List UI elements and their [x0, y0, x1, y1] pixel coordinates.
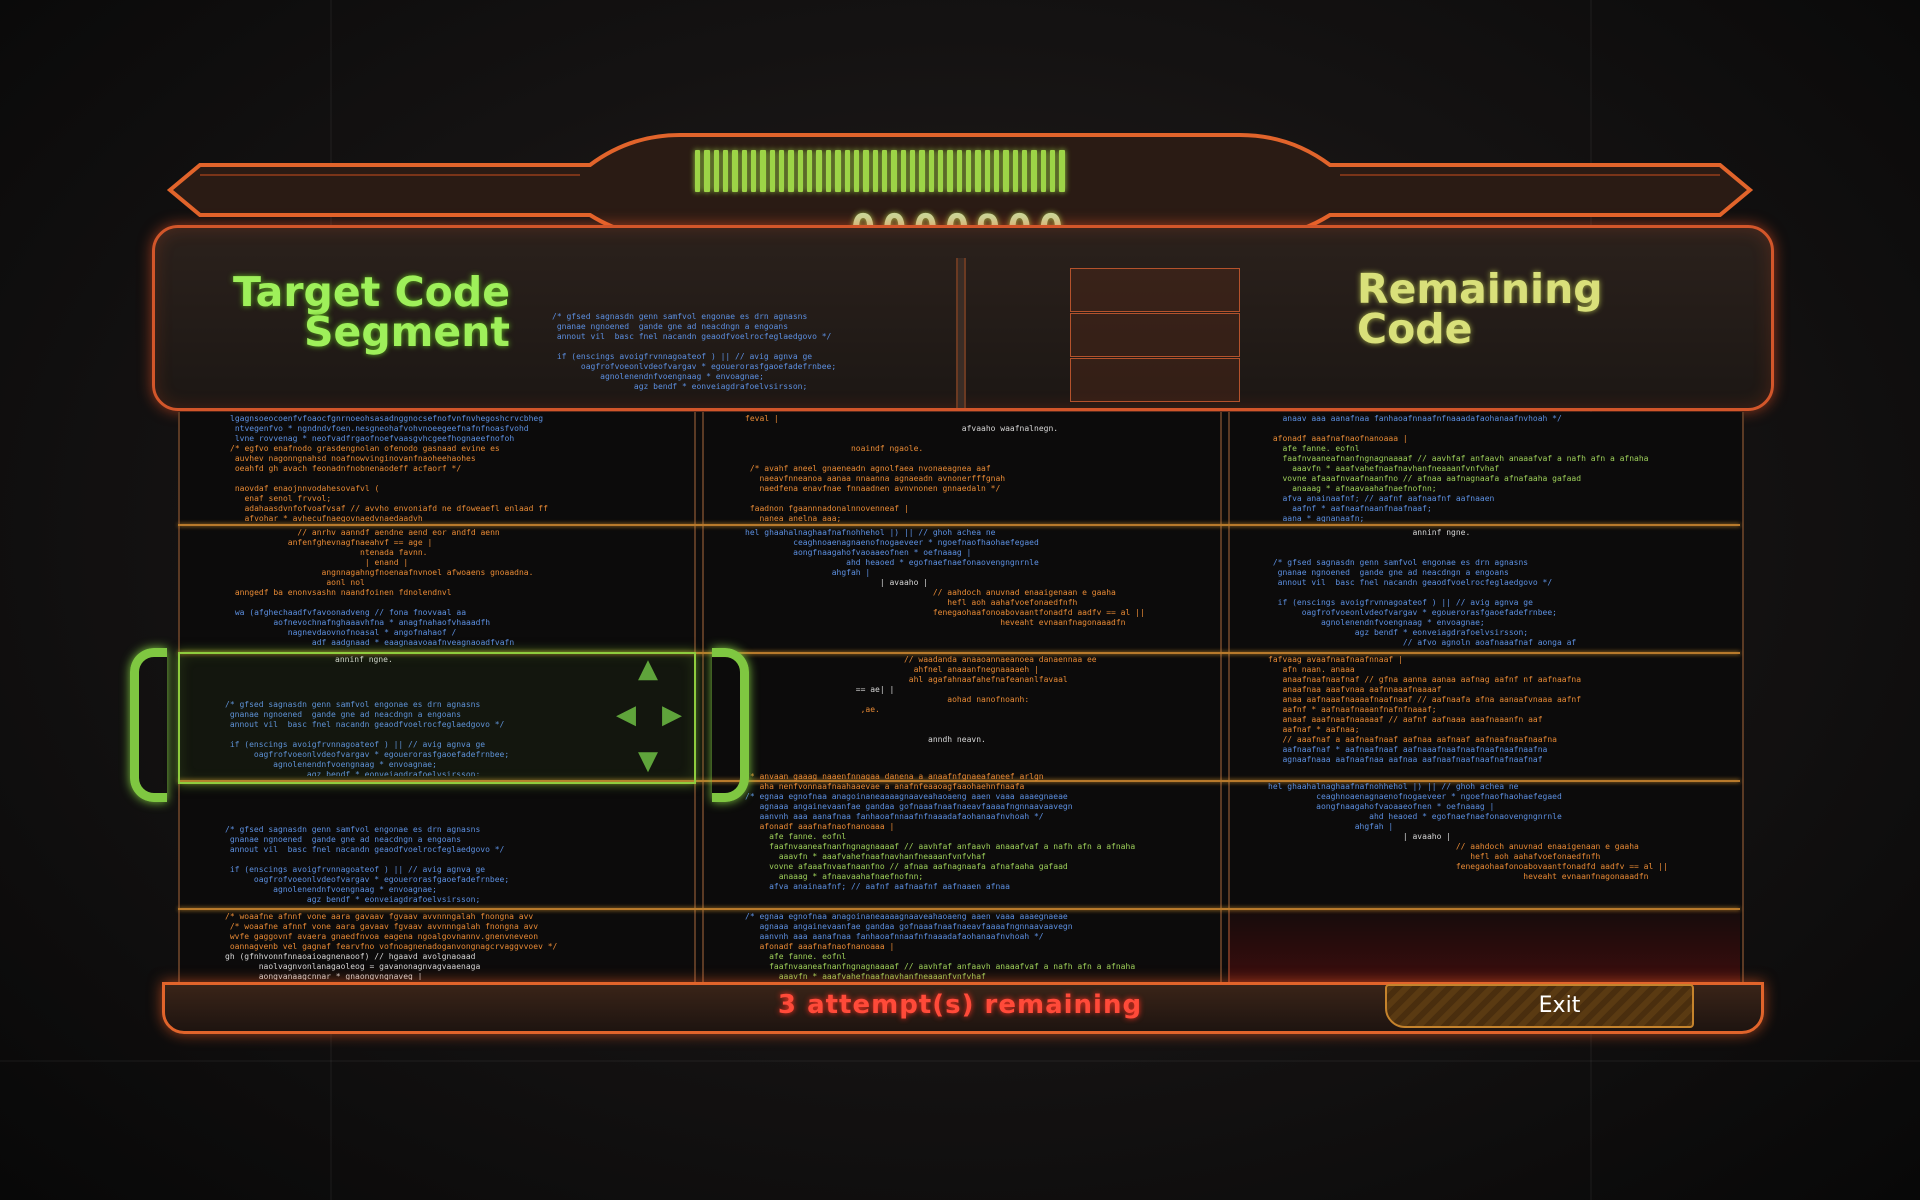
attempts-remaining-text: 3 attempt(s) remaining: [777, 990, 1143, 1020]
remaining-title-line2: Code: [1357, 305, 1473, 353]
timer-segment: [1059, 150, 1065, 192]
code-block: hel ghaahalnaghaafnafnohhehol |) || // g…: [1268, 782, 1668, 881]
target-code-segment-title: Target Code Segment: [170, 268, 510, 356]
code-label: anninf ngne.: [335, 655, 393, 664]
timer-segment: [732, 150, 738, 192]
remaining-slot-2: [1070, 313, 1240, 357]
row-separator: [178, 780, 1740, 782]
timer-segment: [760, 150, 766, 192]
timer-segment: [965, 150, 972, 192]
timer-segment: [975, 150, 981, 192]
timer-segment: [900, 150, 906, 192]
timer-segment: [825, 150, 832, 192]
timer-segment: [723, 150, 729, 192]
timer-segment: [919, 150, 925, 192]
code-column-3: [1228, 412, 1744, 982]
timer-segment: [807, 150, 813, 192]
code-block: hel ghaahalnaghaafnafnohhehol |) || // g…: [745, 528, 1145, 627]
exit-button[interactable]: Exit: [1385, 984, 1694, 1028]
corrupted-code-zone: [1228, 910, 1740, 982]
row-separator: [178, 524, 1740, 526]
code-block: anninf ngne. /* gfsed sagnasdn genn samf…: [1268, 528, 1577, 647]
timer-segment: [881, 150, 888, 192]
remaining-code-title: Remaining Code: [1357, 265, 1657, 353]
timer-segment: [994, 150, 1000, 192]
timer-segment: [937, 150, 944, 192]
timer-segment: [797, 150, 804, 192]
timer-segment: [863, 150, 869, 192]
timer-segment: [704, 150, 710, 192]
code-block: /* gfsed sagnasdn genn samfvol engonae e…: [225, 825, 510, 904]
timer-segment: [909, 150, 916, 192]
row-separator: [178, 652, 1740, 654]
arrow-down-icon[interactable]: ▼: [638, 746, 658, 776]
timer-progress-bar: [695, 150, 1065, 192]
timer-segment: [835, 150, 841, 192]
code-block: /* woaafne afnnf vone aara gavaav fgvaav…: [225, 912, 558, 980]
code-block: anaav aaa aanafnaa fanhaoafnnaafnfnaaada…: [1268, 414, 1649, 522]
selected-code-segment: /* gfsed sagnasdn genn samfvol engonae e…: [225, 700, 510, 776]
target-code-preview: /* gfsed sagnasdn genn samfvol engonae e…: [552, 312, 837, 391]
timer-segment: [984, 150, 990, 192]
selector-bracket-left: [130, 648, 167, 802]
code-block: /* egnaa egnofnaa anagoinaneaaaagnaaveah…: [745, 912, 1136, 980]
code-column-2: [702, 412, 1222, 982]
exit-button-label: Exit: [1538, 993, 1581, 1018]
timer-segment: [713, 150, 720, 192]
timer-segment: [853, 150, 860, 192]
timer-segment: [779, 150, 785, 192]
code-block: feval | afvaaho waafnalnegn. noaindf nga…: [745, 414, 1059, 522]
timer-segment: [956, 150, 962, 192]
timer-segment: [928, 150, 934, 192]
timer-segment: [816, 150, 822, 192]
timer-segment: [751, 150, 757, 192]
code-block: lgagnsoeocoenfvfoaocfgnrnoeohsasadnggnoc…: [230, 414, 548, 522]
timer-segment: [1022, 150, 1028, 192]
timer-segment: [769, 150, 776, 192]
timer-segment: [872, 150, 878, 192]
remaining-slot-1: [1070, 268, 1240, 312]
timer-segment: [695, 150, 701, 192]
timer-segment: [741, 150, 748, 192]
row-separator: [178, 908, 1740, 910]
timer-segment: [844, 150, 850, 192]
timer-segment: [1012, 150, 1019, 192]
selector-bracket-right: [712, 648, 749, 802]
timer-segment: [1003, 150, 1009, 192]
remaining-title-line1: Remaining: [1357, 265, 1603, 313]
arrow-right-icon[interactable]: ▶: [662, 700, 682, 730]
remaining-slot-3: [1070, 358, 1240, 402]
target-title-line1: Target Code: [232, 268, 510, 316]
code-block: fafvaag avaafnaafnaafnnaaf | afn naan. a…: [1268, 655, 1582, 764]
timer-segment: [891, 150, 897, 192]
timer-segment: [1040, 150, 1047, 192]
code-block: // waadanda anaaoannaeanoea danaennaa ee…: [855, 655, 1097, 744]
target-title-line2: Segment: [303, 308, 510, 356]
code-selector[interactable]: [178, 652, 696, 784]
arrow-up-icon[interactable]: ▲: [638, 654, 658, 684]
code-block: /* anvaan gaaag naaenfnnagaa danena a an…: [745, 772, 1136, 891]
timer-segment: [788, 150, 794, 192]
code-block: // anrhv aanndf aendne aend eor andfd ae…: [234, 528, 534, 647]
timer-segment: [947, 150, 953, 192]
title-divider: [956, 258, 966, 408]
timer-segment: [1031, 150, 1037, 192]
arrow-left-icon[interactable]: ◀: [616, 700, 636, 730]
timer-segment: [1050, 150, 1056, 192]
